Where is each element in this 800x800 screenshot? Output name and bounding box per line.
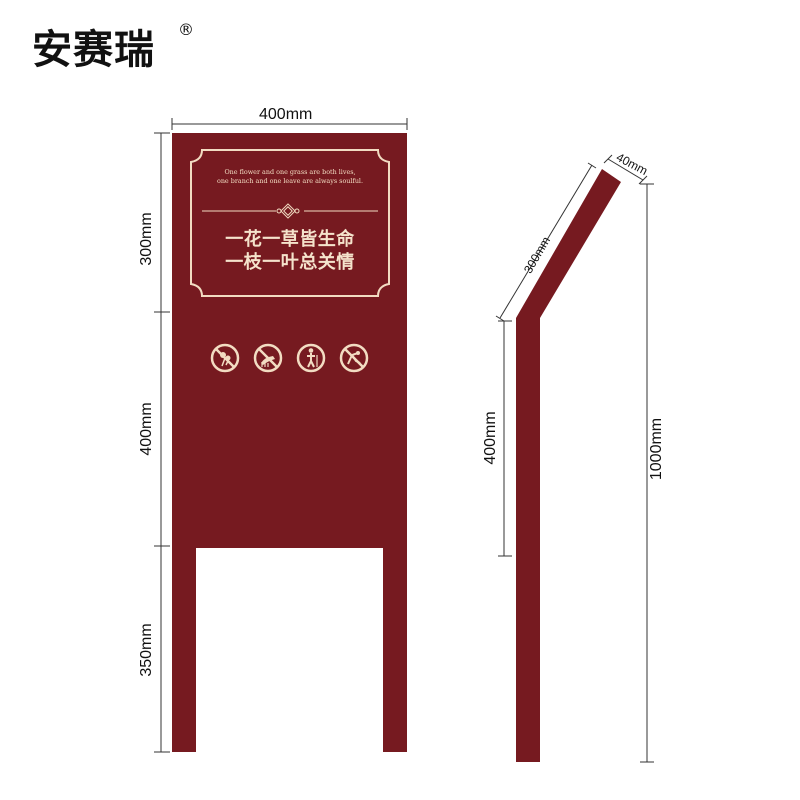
no-climbing-icon — [296, 343, 326, 373]
left-leg — [172, 546, 196, 752]
chinese-slogan-line2: 一枝一叶总关情 — [225, 252, 355, 273]
width-dimension-label: 400mm — [259, 106, 313, 123]
total-height-dimension-label: 1000mm — [648, 417, 665, 481]
english-slogan-line1: One flower and one grass are both lives, — [224, 168, 356, 176]
english-slogan: One flower and one grass are both lives,… — [200, 168, 380, 186]
chinese-slogan-line1: 一花一草皆生命 — [225, 229, 355, 250]
right-leg — [383, 546, 407, 752]
english-slogan-line2: one branch and one leave are always soul… — [216, 177, 364, 185]
upright-dimension-label: 400mm — [482, 411, 499, 465]
no-flower-picking-icon — [210, 343, 240, 373]
registered-mark: ® — [178, 20, 194, 39]
chinese-slogan: 一花一草皆生命 一枝一叶总关情 — [200, 228, 380, 274]
no-trampling-grass-icon — [253, 343, 283, 373]
no-branch-breaking-icon — [339, 343, 369, 373]
brand-logo: 安赛瑞 — [32, 27, 155, 73]
sign-panel — [172, 133, 407, 548]
